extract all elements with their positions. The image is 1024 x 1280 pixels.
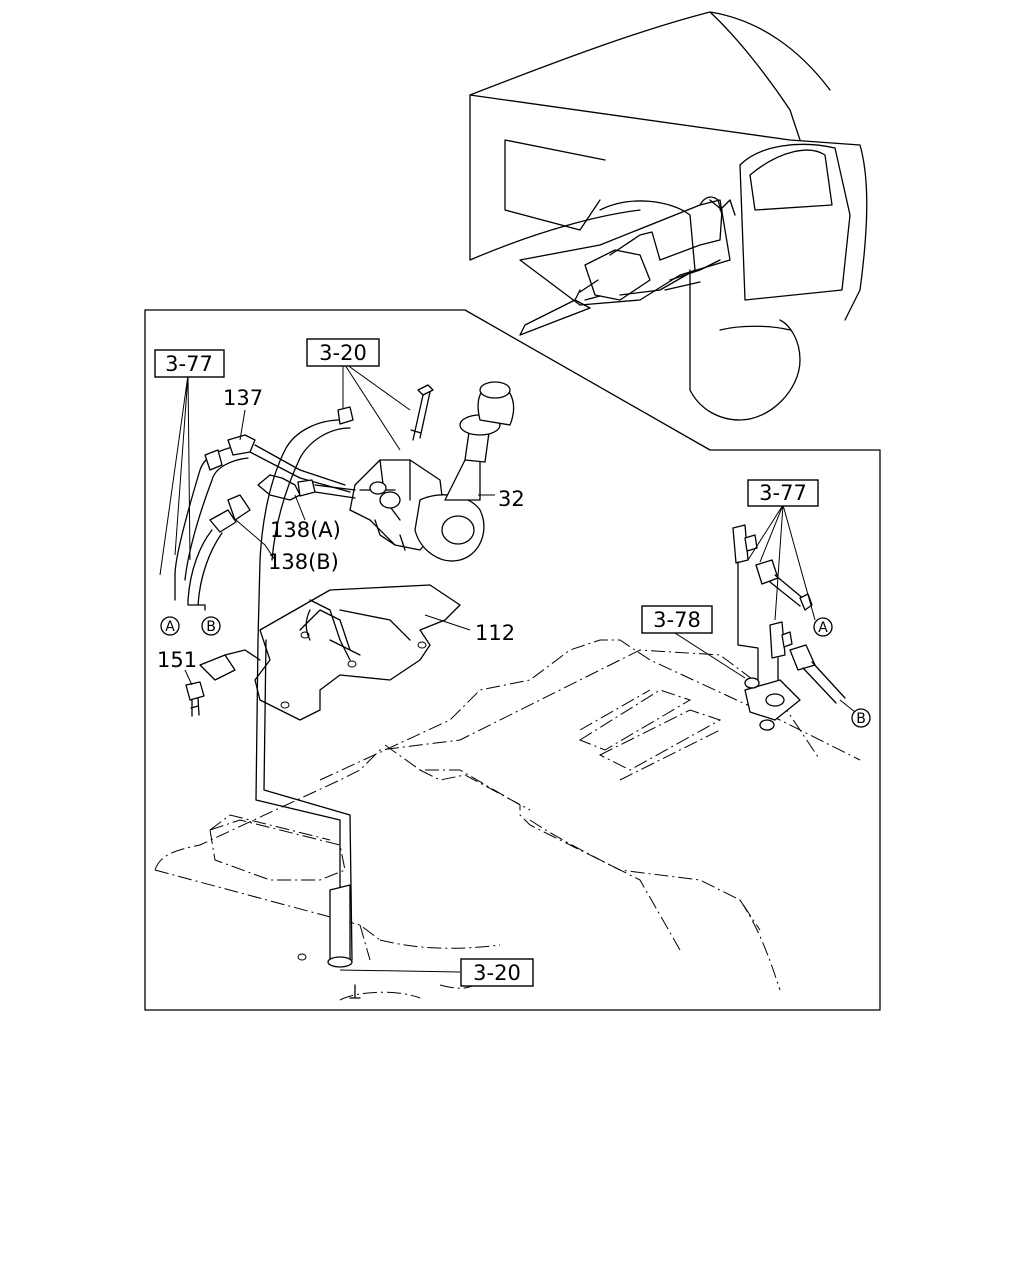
bolt-151: [185, 681, 205, 717]
connector-a-left: A: [160, 616, 180, 636]
hose-138b: [174, 494, 251, 611]
hose-to-floor: [255, 406, 361, 999]
floor-panel-drawing: [154, 639, 861, 1001]
callout-138b: 138(B): [268, 550, 339, 574]
connector-a-right: A: [813, 617, 833, 637]
hose-138a: [257, 474, 356, 501]
svg-text:B: B: [206, 619, 216, 635]
svg-text:B: B: [856, 711, 866, 727]
callout-151: 151: [157, 648, 197, 672]
bracket-112: [199, 584, 461, 721]
callout-138a: 138(A): [270, 518, 341, 542]
leader-lines: [159, 361, 856, 973]
svg-text:3-77: 3-77: [165, 352, 213, 376]
svg-text:3-77: 3-77: [759, 481, 807, 505]
hose-137: [174, 434, 351, 581]
cab-overview-drawing: [469, 11, 868, 421]
right-fittings: [732, 524, 846, 731]
svg-text:3-78: 3-78: [653, 608, 701, 632]
ref-box-3-77-right: 3-77: [747, 479, 819, 507]
svg-text:3-20: 3-20: [319, 341, 367, 365]
svg-text:3-20: 3-20: [473, 961, 521, 985]
ref-box-3-20-bottom: 3-20: [460, 958, 534, 987]
connector-b-right: B: [851, 708, 871, 728]
callout-112: 112: [475, 621, 515, 645]
callout-137: 137: [223, 386, 263, 410]
valve-32: [349, 381, 515, 562]
callout-32: 32: [498, 487, 525, 511]
detail-frame: [144, 309, 881, 1011]
connector-b-left: B: [201, 616, 221, 636]
ref-box-3-77-left: 3-77: [154, 349, 225, 378]
ref-box-3-20-top: 3-20: [306, 338, 380, 367]
svg-text:A: A: [818, 620, 828, 636]
svg-text:A: A: [165, 619, 175, 635]
ref-box-3-78: 3-78: [641, 605, 713, 634]
